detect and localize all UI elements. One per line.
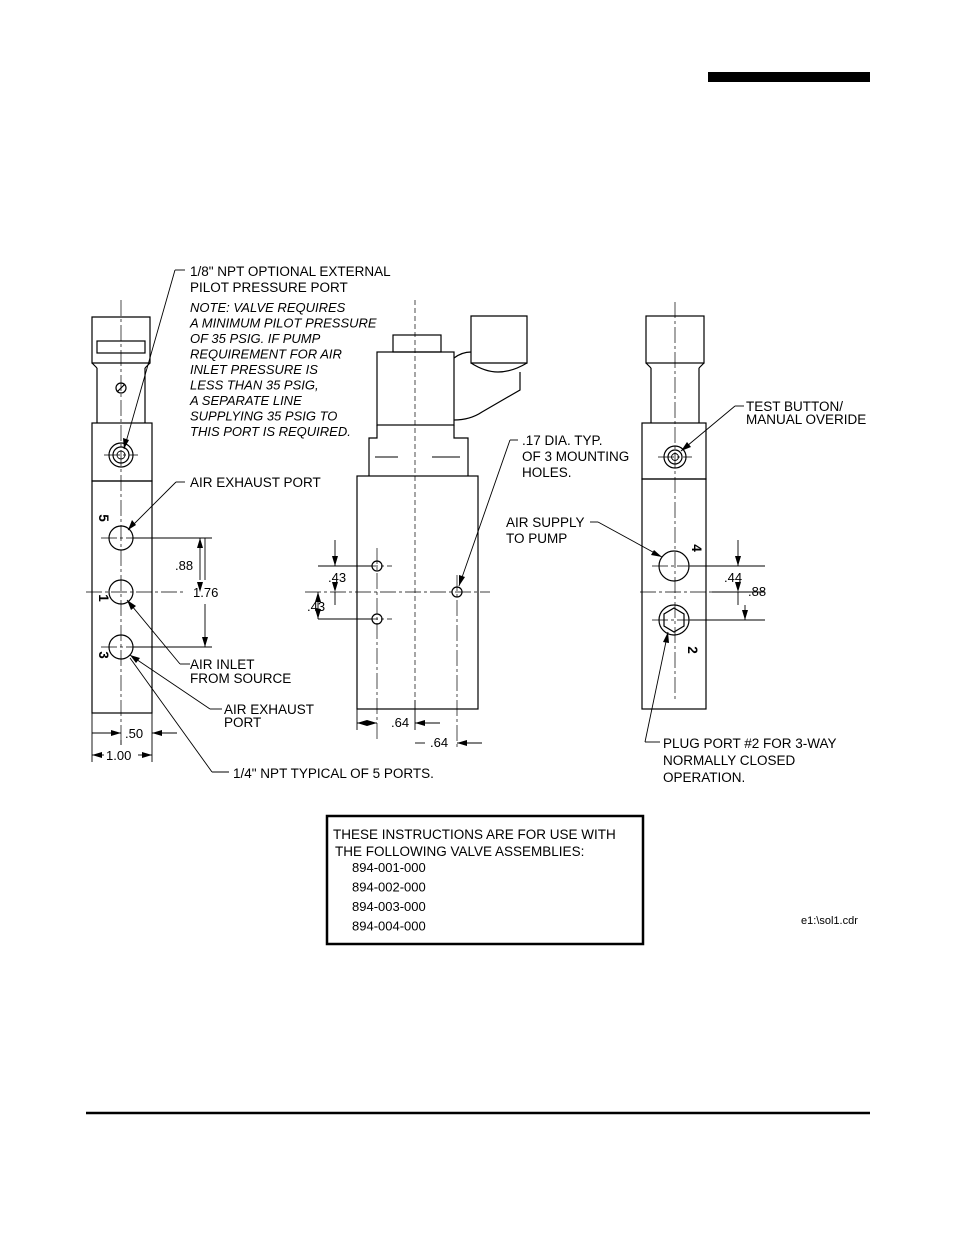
port-number-3: 3 bbox=[96, 651, 111, 659]
dim-right-44: .44 bbox=[724, 570, 742, 585]
pilot-pressure-note: NOTE: VALVE REQUIRES A MINIMUM PILOT PRE… bbox=[189, 300, 380, 439]
port-number-1: 1 bbox=[96, 594, 111, 602]
dim-mid-64-a: .64 bbox=[391, 715, 409, 730]
port-number-2: 2 bbox=[685, 646, 700, 654]
left-leaders bbox=[123, 269, 229, 773]
npt-typical-label: 1/4" NPT TYPICAL OF 5 PORTS. bbox=[233, 766, 434, 781]
left-valve-view: 5 1 3 bbox=[86, 300, 212, 762]
dim-right-88: .88 bbox=[748, 584, 766, 599]
test-button-label: TEST BUTTON/MANUAL OVERIDE bbox=[746, 399, 866, 427]
valve-assemblies-box bbox=[325, 814, 645, 946]
dim-left-50: .50 bbox=[125, 726, 143, 741]
dim-left-100: 1.00 bbox=[106, 748, 131, 763]
dim-mid-64-b: .64 bbox=[430, 735, 448, 750]
header-bar bbox=[708, 72, 870, 82]
dim-left-176: 1.76 bbox=[193, 585, 218, 600]
port-number-5: 5 bbox=[96, 514, 111, 522]
part-number-list: 894-001-000 894-002-000 894-003-000 894-… bbox=[352, 860, 429, 934]
dim-mid-43-top: .43 bbox=[328, 570, 346, 585]
right-valve-view bbox=[590, 302, 765, 743]
middle-valve-view bbox=[305, 300, 528, 748]
air-exhaust-port-label: AIR EXHAUST PORT bbox=[190, 475, 321, 490]
dim-left-88: .88 bbox=[175, 558, 193, 573]
file-reference: e1:\sol1.cdr bbox=[801, 915, 858, 927]
port-number-4: 4 bbox=[689, 544, 704, 552]
dim-mid-43-bottom: .43 bbox=[307, 599, 325, 614]
